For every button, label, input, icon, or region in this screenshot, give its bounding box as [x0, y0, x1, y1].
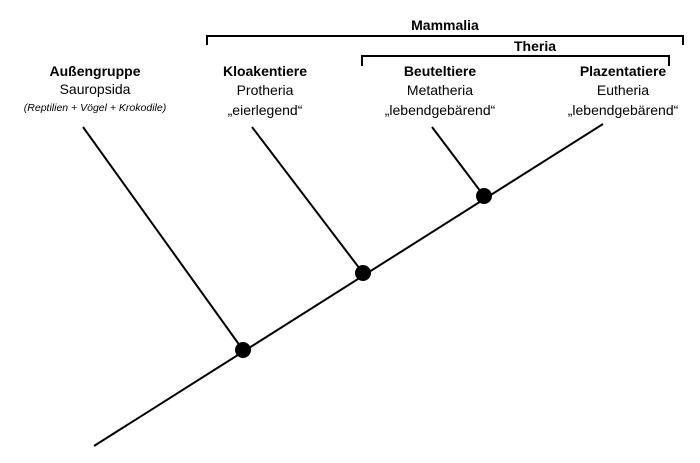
node-amniota: [235, 342, 251, 358]
mammalia-bracket: [206, 35, 684, 45]
branch-aussengruppe: [82, 126, 244, 351]
main-stem: [93, 123, 604, 447]
taxon-beuteltiere-name: Beuteltiere: [403, 63, 477, 79]
taxon-aussengruppe-note: (Reptilien + Vögel + Krokodile): [23, 102, 167, 114]
mammalia-label: Mammalia: [411, 17, 479, 33]
branch-beuteltiere: [431, 126, 485, 197]
theria-bracket: [361, 55, 670, 66]
branch-kloakentiere: [251, 126, 364, 274]
taxon-beuteltiere-sub: Metatheria: [406, 82, 474, 98]
taxon-plazentatiere-note: „lebendgebärend“: [567, 102, 679, 118]
taxon-kloakentiere-note: „eierlegend“: [227, 102, 303, 118]
theria-label: Theria: [513, 38, 556, 54]
node-theria: [476, 188, 492, 204]
taxon-plazentatiere-name: Plazentatiere: [579, 63, 667, 79]
taxon-beuteltiere-note: „lebendgebärend“: [384, 102, 496, 118]
node-mammalia: [355, 265, 371, 281]
taxon-kloakentiere-name: Kloakentiere: [222, 63, 308, 79]
taxon-plazentatiere-sub: Eutheria: [596, 82, 650, 98]
taxon-aussengruppe-name: Außengruppe: [49, 63, 141, 79]
taxon-kloakentiere-sub: Protheria: [236, 82, 294, 98]
taxon-aussengruppe-sub: Sauropsida: [59, 81, 131, 97]
